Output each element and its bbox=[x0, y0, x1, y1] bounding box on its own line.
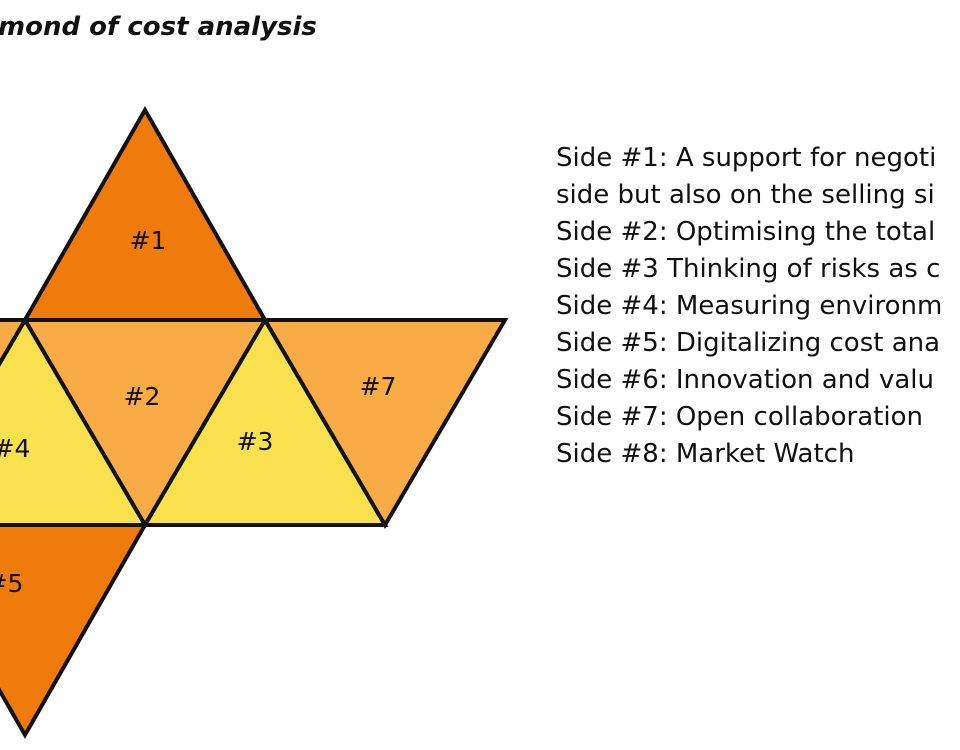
page-title: mond of cost analysis bbox=[0, 12, 317, 42]
side-description-line: Side #1: A support for negoti bbox=[556, 143, 937, 173]
side-description-line: Side #4: Measuring environm bbox=[556, 291, 943, 321]
face-5-label: #5 bbox=[0, 569, 23, 598]
faces-layer bbox=[0, 105, 509, 740]
side-description-line: Side #3 Thinking of risks as c bbox=[556, 254, 941, 284]
side-descriptions: Side #1: A support for negoti side but al… bbox=[556, 140, 960, 473]
face-7-triangle bbox=[261, 318, 509, 529]
labels-layer: #1 #2 #3 #4 #5 #7 bbox=[0, 226, 396, 598]
face-5-triangle bbox=[0, 523, 149, 740]
side-description-line: side but also on the selling si bbox=[556, 180, 935, 210]
face-7-label: #7 bbox=[360, 372, 397, 401]
side-description-line: Side #8: Market Watch bbox=[556, 439, 855, 469]
face-1-triangle bbox=[21, 105, 269, 322]
face-1-label: #1 bbox=[130, 226, 167, 255]
face-6-triangle bbox=[0, 318, 29, 367]
side-description-line: Side #2: Optimising the total bbox=[556, 217, 936, 247]
face-4-label: #4 bbox=[0, 434, 30, 463]
face-3-label: #3 bbox=[237, 427, 274, 456]
side-description-line: Side #7: Open collaboration bbox=[556, 402, 923, 432]
side-description-line: Side #6: Innovation and valu bbox=[556, 365, 934, 395]
face-2-label: #2 bbox=[124, 382, 161, 411]
side-description-line: Side #5: Digitalizing cost ana bbox=[556, 328, 941, 358]
